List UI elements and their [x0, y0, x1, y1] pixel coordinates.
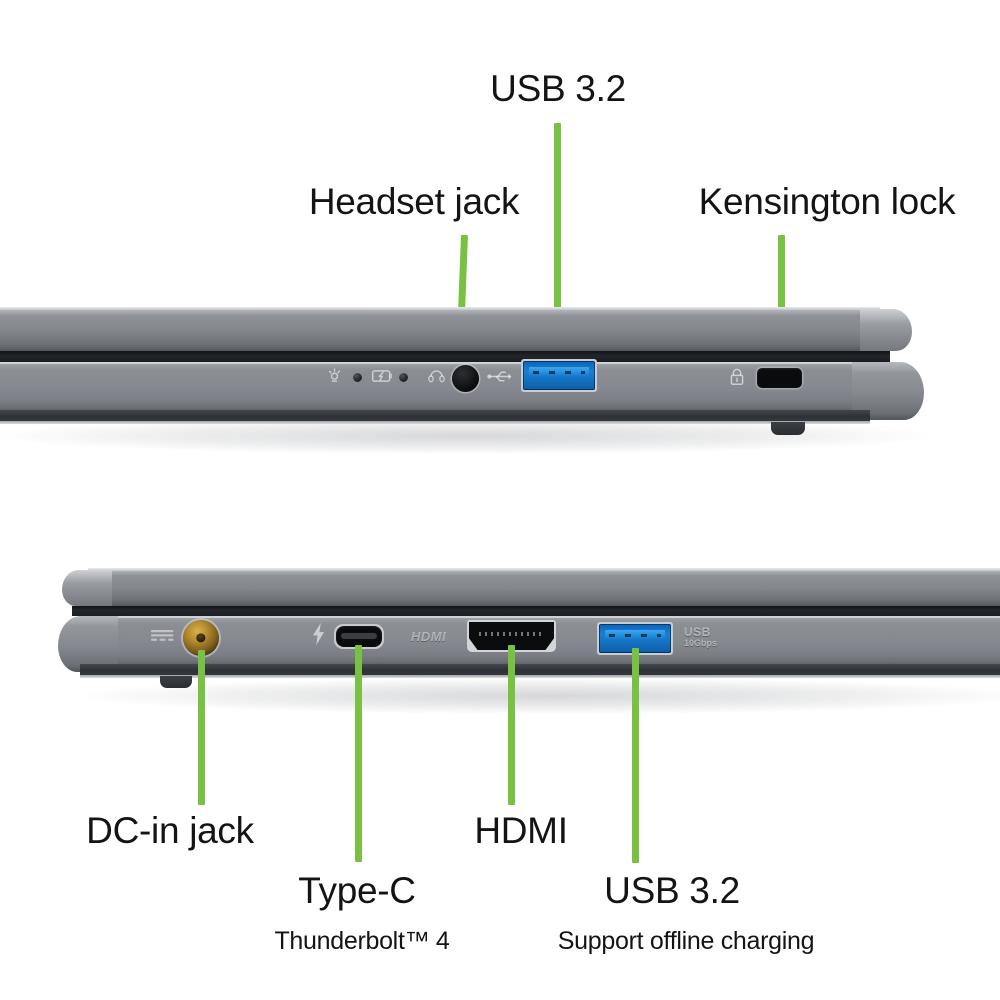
usb-c-port[interactable] [334, 624, 384, 649]
power-led-indicator [353, 373, 362, 382]
callout-sublabel-offline-charging: Support offline charging [557, 927, 815, 955]
dc-in-center-pin [196, 633, 206, 643]
callout-label-dc-in: DC-in jack [86, 810, 254, 851]
kensington-lock-icon [729, 368, 745, 386]
leader-line-usb32-bottom [632, 648, 639, 863]
leader-line-type-c [355, 645, 362, 862]
usb-speed-etch-label: 10Gbps [684, 638, 718, 648]
base-left-cap-bottom [58, 616, 118, 672]
usb-a-2-pins [609, 633, 661, 638]
laptop-lid-bottom [88, 568, 1000, 606]
hdmi-port[interactable] [467, 620, 556, 652]
callout-label-type-c: Type-C [298, 870, 416, 911]
usb-etch-label: USB [684, 625, 711, 639]
usb-c-port-cavity [336, 626, 382, 647]
callout-label-hdmi: HDMI [474, 810, 568, 851]
headset-jack-port[interactable] [452, 365, 479, 392]
lid-base-seam-top [0, 351, 890, 362]
base-highlight-top [0, 362, 870, 364]
lid-left-cap-bottom [62, 570, 112, 606]
underside-highlight-top [0, 421, 870, 424]
base-highlight-bottom [80, 616, 1000, 618]
leader-line-hdmi [508, 645, 515, 805]
kensington-lock-slot[interactable] [757, 368, 802, 388]
lid-right-cap-top [860, 309, 912, 351]
leader-line-usb32-top [554, 123, 561, 383]
usb-trident-icon [487, 369, 513, 384]
usb-c-tongue [340, 632, 378, 640]
laptop-underside-top [0, 410, 870, 424]
laptop-lid-top [0, 307, 880, 351]
callout-label-usb32-top: USB 3.2 [490, 68, 626, 109]
rubber-foot-top [771, 422, 805, 435]
underside-highlight-bottom [80, 675, 1000, 678]
laptop-underside-bottom [80, 664, 1000, 678]
usb-a-pins [533, 370, 585, 375]
hdmi-pins [479, 631, 544, 636]
callout-label-usb32-bottom: USB 3.2 [604, 870, 740, 911]
usb-a-port-cavity [523, 361, 595, 390]
lid-highlight-bottom [88, 568, 1000, 571]
laptop-shadow-bottom [80, 678, 1000, 714]
lid-highlight-top [0, 307, 880, 310]
battery-led-indicator [399, 373, 408, 382]
power-led-icon [326, 367, 343, 384]
hdmi-etch-label: HDMI [411, 629, 447, 644]
rubber-foot-bottom [160, 676, 192, 688]
callout-label-kensington-lock: Kensington lock [698, 181, 956, 222]
usb-a-port[interactable] [521, 359, 597, 392]
laptop-base-top [0, 362, 870, 412]
leader-line-dc-in [198, 650, 205, 805]
thunderbolt-icon [311, 622, 326, 646]
battery-charge-icon [372, 369, 394, 383]
lid-base-seam-bottom [72, 606, 1000, 616]
callout-label-headset-jack: Headset jack [308, 181, 520, 222]
vent-grille-icon [151, 628, 175, 644]
headset-jack-icon [428, 368, 445, 384]
callout-sublabel-thunderbolt: Thunderbolt™ 4 [274, 927, 450, 955]
